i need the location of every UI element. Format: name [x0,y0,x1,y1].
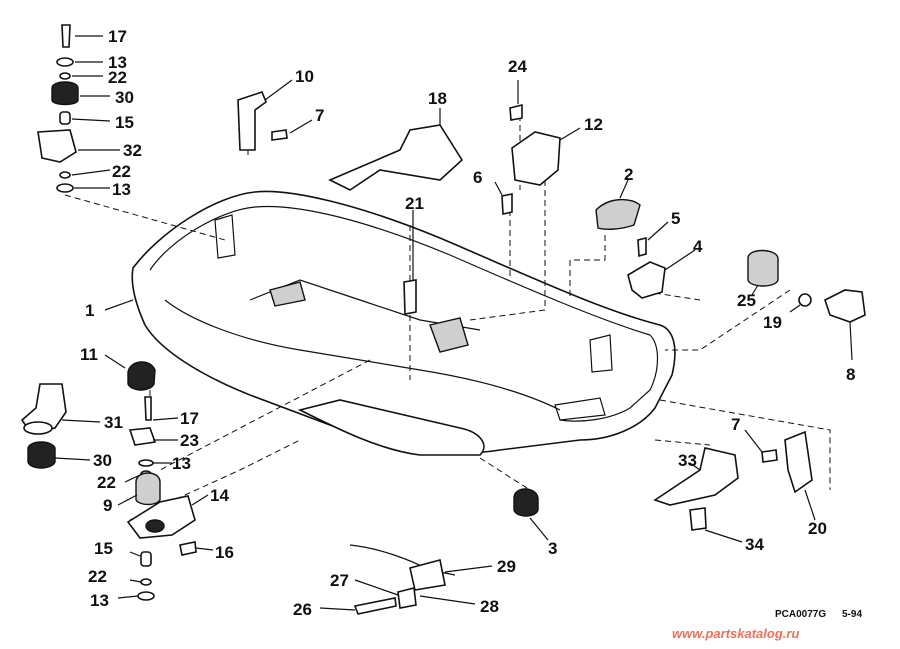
label-13-top: 13 [108,53,127,72]
label-33: 33 [678,451,697,470]
label-27: 27 [330,571,349,590]
label-13-bottom: 13 [90,591,109,610]
label-16: 16 [215,543,234,562]
label-4: 4 [693,237,703,256]
label-34: 34 [745,535,764,554]
label-arrows [54,35,853,611]
label-1: 1 [85,301,95,320]
label-2: 2 [624,165,634,184]
label-10: 10 [295,67,314,86]
label-28: 28 [480,597,499,616]
label-6: 6 [473,168,483,187]
figure-code: PCA0077G [775,609,827,620]
small-parts [20,24,866,615]
watermark: www.partskatalog.ru [672,626,800,641]
lower-cowl [131,190,676,456]
label-22-top: 22 [108,68,127,87]
label-30-top: 30 [115,88,134,107]
label-20: 20 [808,519,827,538]
label-29: 29 [497,557,516,576]
label-5: 5 [671,209,681,228]
label-32: 32 [123,141,142,160]
label-14: 14 [210,486,229,505]
label-23: 23 [180,431,199,450]
label-7-bottom: 7 [731,415,741,434]
label-22-bottom: 22 [88,567,107,586]
label-17-top: 17 [108,27,127,46]
label-15-top: 15 [115,113,134,132]
label-13-lower: 13 [172,454,191,473]
label-24: 24 [508,57,527,76]
label-17-bottom: 17 [180,409,199,428]
figure-date: 5-94 [842,609,863,620]
label-8: 8 [846,365,856,384]
label-11: 11 [80,345,98,364]
label-30-bottom: 30 [93,451,112,470]
label-26: 26 [293,600,312,619]
label-31: 31 [104,413,123,432]
label-21: 21 [405,194,424,213]
label-9: 9 [103,496,113,515]
label-13-mid: 13 [112,180,131,199]
label-7-top: 7 [315,106,325,125]
label-25: 25 [737,291,756,310]
label-22-lower: 22 [97,473,116,492]
label-15-bottom: 15 [94,539,113,558]
label-12: 12 [584,115,603,134]
label-3: 3 [548,539,558,558]
label-22-mid: 22 [112,162,131,181]
label-18: 18 [428,89,447,108]
label-19: 19 [763,313,782,332]
